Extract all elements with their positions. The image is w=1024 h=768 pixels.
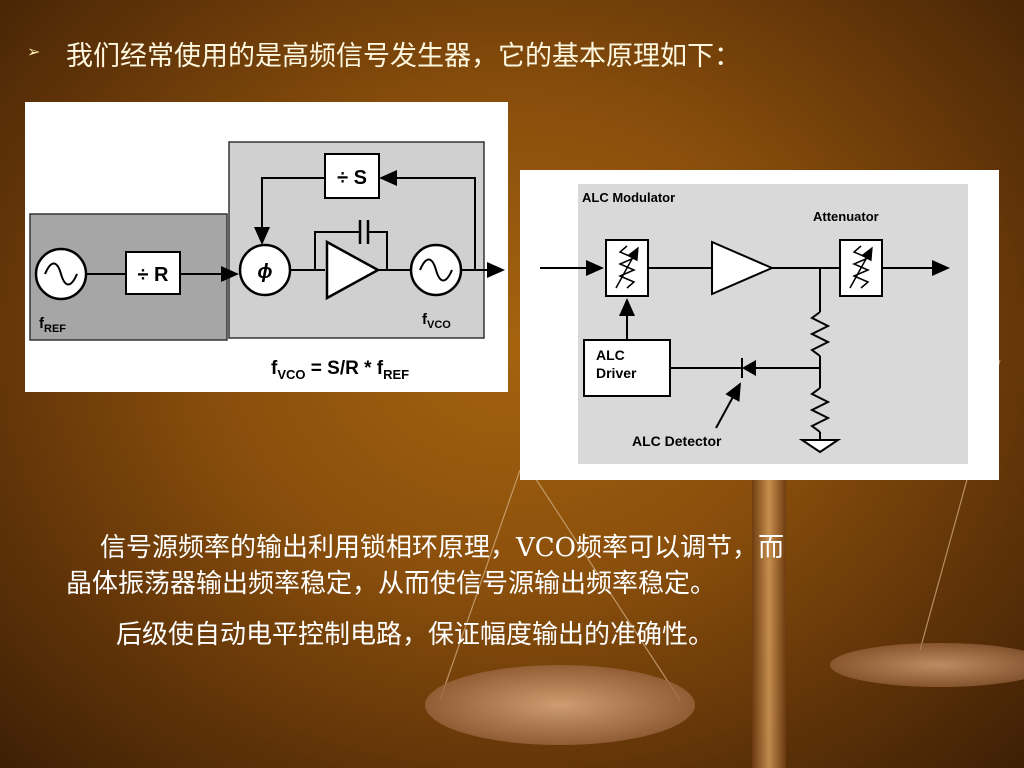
reference-oscillator-icon <box>34 247 88 301</box>
fvco-label: fVCO <box>422 311 451 331</box>
phase-detector: ϕ <box>238 243 292 297</box>
attenuator-label: Attenuator <box>813 209 879 224</box>
divider-s-block: ÷ S <box>324 153 380 199</box>
alc-modulator-label: ALC Modulator <box>582 190 675 205</box>
body-line-2: 晶体振荡器输出频率稳定，从而使信号源输出频率稳定。 <box>66 569 717 599</box>
modulator-variable-resistor <box>605 239 649 297</box>
alc-diagram-panel: ALC Modulator Attenuator <box>520 170 999 480</box>
alc-diagram: ALC Modulator Attenuator <box>540 184 968 464</box>
divider-r-block: ÷ R <box>125 251 181 295</box>
divider-r-label: ÷ R <box>138 264 170 286</box>
pll-diagram-panel: ÷ R ϕ ÷ S fREF <box>25 102 508 392</box>
page-title: 我们经常使用的是高频信号发生器，它的基本原理如下： <box>66 41 741 72</box>
alc-background <box>578 184 968 464</box>
amplifier-icon <box>711 240 775 296</box>
bullet-icon: ➢ <box>27 42 41 61</box>
coupler-resistor-bottom <box>809 387 831 433</box>
body-line-3: 后级使自动电平控制电路，保证幅度输出的准确性。 <box>116 620 715 650</box>
pll-formula: fVCO = S/R * fREF <box>271 358 409 382</box>
phase-symbol: ϕ <box>257 261 272 283</box>
vco-oscillator-icon <box>409 243 463 297</box>
alc-driver-block: ALC Driver <box>583 339 671 397</box>
attenuator-variable-resistor <box>839 239 883 297</box>
alc-detector-label: ALC Detector <box>632 433 722 449</box>
coupler-resistor-top <box>809 311 831 357</box>
ground-icon <box>798 439 842 454</box>
pll-diagram: ÷ R ϕ ÷ S fREF <box>29 141 505 382</box>
detector-diode-icon <box>742 360 756 376</box>
body-line-1: 信号源频率的输出利用锁相环原理，VCO频率可以调节，而 <box>100 533 784 563</box>
alc-driver-line2: Driver <box>596 365 637 381</box>
alc-driver-line1: ALC <box>596 347 625 363</box>
loop-filter-amplifier <box>314 220 388 301</box>
fref-label: fREF <box>39 315 66 335</box>
divider-s-label: ÷ S <box>337 167 367 189</box>
